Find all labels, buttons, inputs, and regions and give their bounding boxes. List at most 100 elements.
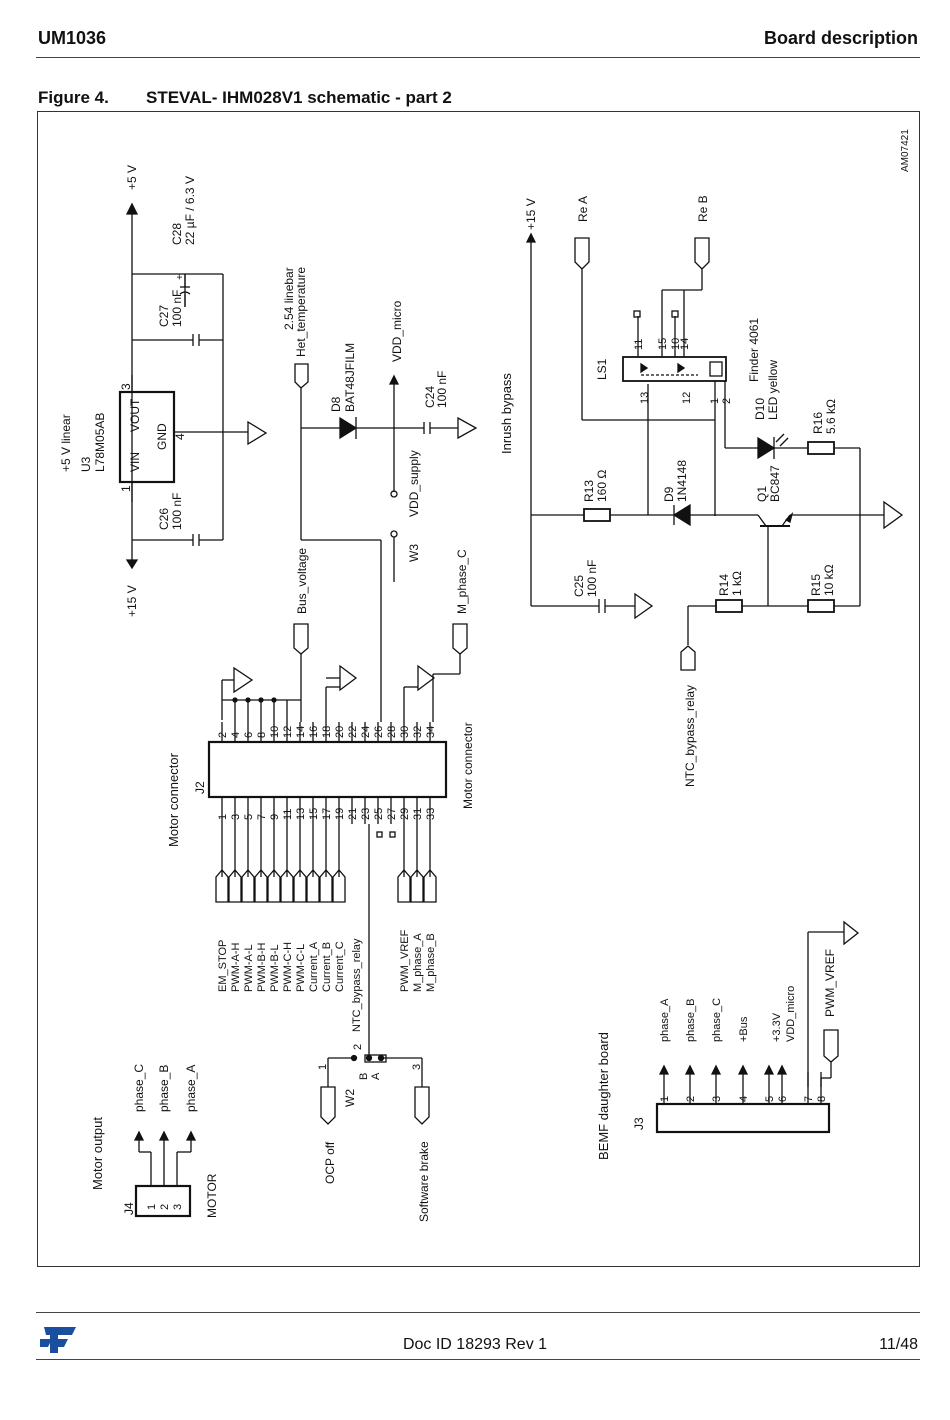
- c24-label: C24: [423, 386, 437, 408]
- j3-pin-label: 1: [659, 1096, 671, 1102]
- j3-signal-label: +3.3V: [771, 1012, 783, 1042]
- j2-pin-even: 34: [425, 726, 437, 738]
- p5v-label: +5 V: [125, 165, 139, 190]
- w2-label: W2: [343, 1089, 357, 1107]
- j3-arrow-icon: [763, 1064, 775, 1075]
- j2-signal-label: EM_STOP: [217, 940, 229, 992]
- j2-pin-even: 18: [321, 726, 333, 738]
- j2-signal-label: PWM-A-H: [230, 942, 242, 992]
- schematic-frame: +5 V +15 V + C28 22 µF / 6.3 V C27 100 n…: [37, 111, 920, 1267]
- c28-value: 22 µF / 6.3 V: [183, 176, 197, 245]
- software-brake-port: [414, 1086, 430, 1125]
- ground-symbol-j2b: [339, 664, 358, 692]
- r13-label: R13: [582, 480, 596, 502]
- u3-pin1: 1: [119, 485, 133, 492]
- j3-pin-label: 2: [685, 1096, 697, 1102]
- j2-signal-label: M_phase_B: [425, 933, 437, 992]
- q1-part: BC847: [768, 465, 782, 502]
- j4-pin-label: 2: [159, 1204, 171, 1210]
- inrush-label: Inrush bypass: [499, 373, 514, 454]
- j2-signal-label: PWM-C-L: [295, 944, 307, 992]
- r15-resistor: [807, 599, 835, 613]
- relay-pin-label: 11: [633, 339, 645, 350]
- u3-regulator: [118, 390, 176, 484]
- r16-value: 5.6 kΩ: [824, 399, 838, 434]
- w2-pin-label: 2: [352, 1044, 364, 1050]
- j2-pin-even: 28: [386, 726, 398, 738]
- u3-vout: VOUT: [128, 398, 142, 432]
- w2-pin-label: A: [370, 1072, 382, 1080]
- d8-part: BAT48JFILM: [343, 343, 357, 412]
- pwm-vref-top-port: [843, 920, 860, 946]
- w2-jumper-cap: [364, 1054, 387, 1063]
- j2-connector-body: [207, 740, 448, 799]
- ntc-bypass-label: NTC_bypass_relay: [683, 685, 697, 787]
- w2-pin-label: 1: [317, 1064, 329, 1070]
- j2-pin-even: 16: [308, 726, 320, 738]
- bus-voltage-port: [293, 623, 309, 655]
- pwm-vref-bottom-port: [823, 1029, 839, 1063]
- j2-pin-even: 32: [412, 726, 424, 738]
- j2-pin-even: 2: [217, 732, 229, 738]
- j2-signal-label: M_phase_A: [412, 933, 424, 992]
- signal-port: [306, 869, 320, 903]
- p5v-arrow-icon: [125, 202, 139, 215]
- software-brake-label: Software brake: [417, 1141, 431, 1222]
- ls1-label: LS1: [595, 358, 609, 380]
- j2-pin-odd: 7: [256, 814, 268, 820]
- j2-pin-even: 20: [334, 726, 346, 738]
- j2-pin-even: 14: [295, 726, 307, 738]
- signal-port: [423, 869, 437, 903]
- j2-pin-odd: 31: [412, 808, 424, 820]
- signal-port: [280, 869, 294, 903]
- signal-port: [241, 869, 255, 903]
- w3-contact-b: [390, 530, 398, 538]
- j2-pin-odd: 5: [243, 814, 255, 820]
- j2-pin-odd: 29: [399, 808, 411, 820]
- d9-diode: [672, 503, 691, 527]
- m-phase-c-port: [452, 623, 468, 655]
- het-temperature-port: [294, 363, 309, 389]
- signal-port: [319, 869, 333, 903]
- p15v-right-label: +15 V: [524, 198, 538, 230]
- j2-pin-odd: 9: [269, 814, 281, 820]
- c26-value: 100 nF: [170, 493, 184, 530]
- signal-port: [397, 869, 411, 903]
- j3-pin-label: 4: [738, 1096, 750, 1102]
- r14-label: R14: [717, 574, 731, 596]
- re-a-label: Re A: [576, 196, 590, 222]
- ground-symbol-j2c: [417, 664, 436, 692]
- j3-arrow-icon: [684, 1064, 696, 1075]
- relay-pin-label: 12: [681, 392, 693, 404]
- j4-pin-label: 1: [146, 1204, 158, 1210]
- pin-27-marker: [389, 831, 396, 838]
- ls1-relay-body: [622, 356, 727, 382]
- j3-pin-label: 6: [777, 1096, 789, 1102]
- d9-part: 1N4148: [675, 460, 689, 502]
- j3-pin-label: 3: [711, 1096, 723, 1102]
- j3-arrow-icon: [776, 1064, 788, 1075]
- u3-gnd: GND: [155, 423, 169, 450]
- r14-value: 1 kΩ: [730, 571, 744, 596]
- pin-25-marker: [376, 831, 383, 838]
- signal-port: [293, 869, 307, 903]
- j2-signal-label: PWM-B-H: [256, 942, 268, 992]
- signal-port: [410, 869, 424, 903]
- c27-value: 100 nF: [170, 290, 184, 327]
- page-number: 11/48: [879, 1336, 918, 1353]
- j2-signal-label: Current_C: [334, 941, 346, 992]
- bus-voltage-label: Bus_voltage: [295, 548, 309, 614]
- j3-arrow-icon: [710, 1064, 722, 1075]
- j2-pin-odd: 25: [373, 808, 385, 820]
- ocp-off-label: OCP off: [323, 1141, 337, 1184]
- p15v-arrow-icon: [125, 559, 139, 570]
- phase-a-label: phase_A: [184, 1065, 198, 1112]
- phase-b-label: phase_B: [157, 1065, 171, 1112]
- j2-signal-label: Current_A: [308, 941, 320, 992]
- p15v-right-arrow-icon: [525, 232, 537, 243]
- m-phase-c-label: M_phase_C: [455, 549, 469, 614]
- footer-rule-top: [36, 1312, 920, 1313]
- relay-pin-label: 15: [657, 338, 669, 350]
